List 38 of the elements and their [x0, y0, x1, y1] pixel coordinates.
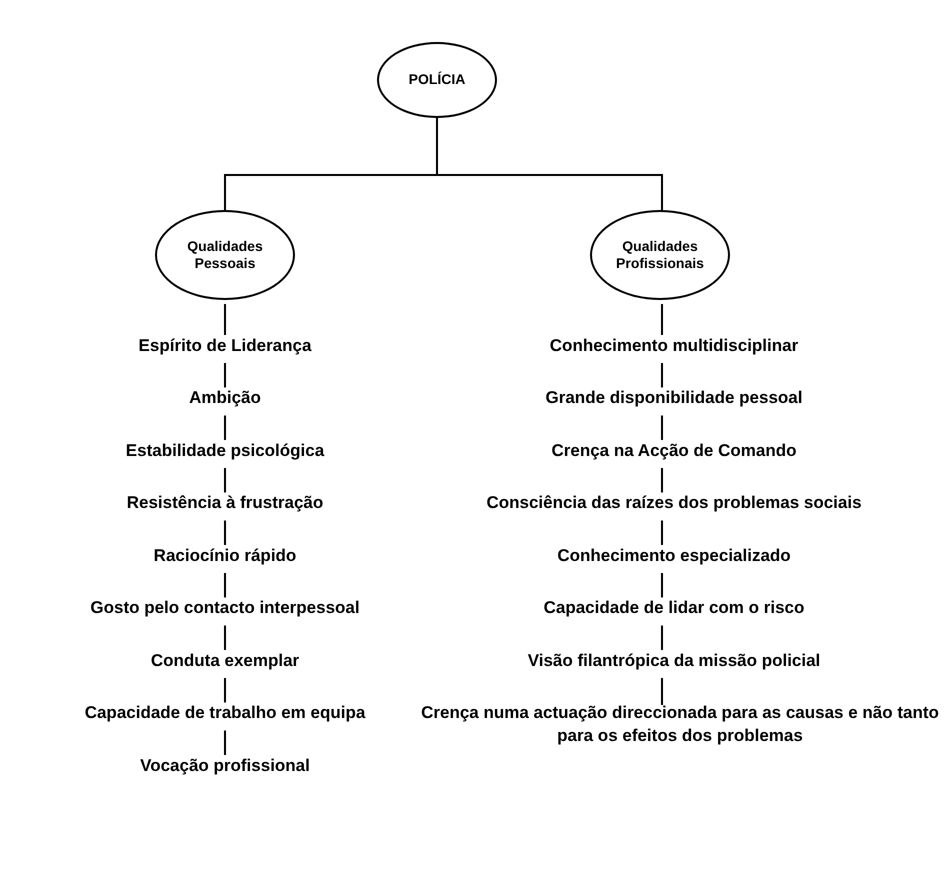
- connector-line: [661, 678, 663, 705]
- list-item: Capacidade de trabalho em equipa: [45, 700, 405, 726]
- connector-line: [224, 416, 226, 440]
- list-item: Crença numa actuação direccionada para as causas e não tanto para os efeitos dos problemas: [410, 701, 950, 749]
- list-item: Visão filantrópica da missão policial: [404, 648, 944, 674]
- list-item: Grande disponibilidade pessoal: [404, 386, 944, 412]
- connector-line: [661, 573, 663, 598]
- list-item: Conhecimento multidisciplinar: [404, 333, 944, 359]
- node-label: POLÍCIA: [408, 71, 466, 89]
- list-item: Raciocínio rápido: [45, 543, 405, 569]
- list-item: Resistência à frustração: [45, 490, 405, 516]
- list-item: Crença na Acção de Comando: [404, 438, 944, 464]
- list-item: Conhecimento especializado: [404, 543, 944, 569]
- connector-line: [224, 678, 226, 702]
- connector-line: [224, 730, 226, 755]
- node-label: Qualidades Pessoais: [186, 238, 264, 272]
- connector-line: [224, 626, 226, 650]
- connector-line: [661, 468, 663, 492]
- list-item: Vocação profissional: [45, 753, 405, 779]
- connector-line: [224, 520, 226, 545]
- connector-line: [661, 304, 663, 335]
- connector-line: [224, 468, 226, 492]
- list-item: Conduta exemplar: [45, 648, 405, 674]
- list-item: Gosto pelo contacto interpessoal: [45, 596, 405, 622]
- connector-line: [224, 304, 226, 335]
- connector-line: [661, 416, 663, 440]
- connector-line: [436, 118, 663, 210]
- connector-line: [224, 363, 226, 388]
- connector-line: [661, 520, 663, 545]
- list-item: Ambição: [45, 386, 405, 412]
- connector-line: [661, 626, 663, 650]
- connector-line: [661, 363, 663, 388]
- list-item: Estabilidade psicológica: [45, 438, 405, 464]
- node-label: Qualidades Profissionais: [615, 238, 705, 272]
- list-item: Espírito de Liderança: [45, 333, 405, 359]
- connector-line: [224, 573, 226, 598]
- list-item: Consciência das raízes dos problemas sociais: [404, 490, 944, 516]
- list-item: Capacidade de lidar com o risco: [404, 596, 944, 622]
